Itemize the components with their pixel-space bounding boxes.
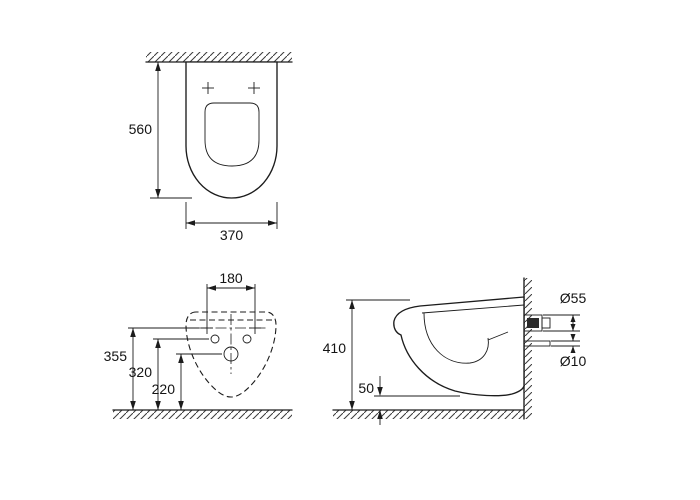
arrowhead xyxy=(268,220,277,226)
dimension-depth: 560 xyxy=(129,62,192,199)
arrowhead xyxy=(186,220,195,226)
dimension-inlet-diameter-label: Ø10 xyxy=(560,353,587,369)
dimension-inlet-diameter: Ø10 xyxy=(551,334,586,369)
arrowhead xyxy=(178,401,184,410)
seat-line xyxy=(421,304,525,314)
arrowhead xyxy=(246,285,255,291)
wall-hatch xyxy=(146,52,292,62)
arrowhead xyxy=(570,334,576,341)
inlet-hole-right xyxy=(242,334,252,344)
dimension-width: 370 xyxy=(185,202,278,243)
dimension-outlet-diameter-label: Ø55 xyxy=(560,290,587,306)
side-view: 410 50 Ø55 Ø10 xyxy=(323,277,587,425)
inlet-pipe xyxy=(523,340,551,347)
dimension-floor-clearance-label: 50 xyxy=(358,380,374,396)
fixing-hole-cross-left xyxy=(201,322,213,334)
outlet-pipe-core xyxy=(527,318,539,328)
arrowhead xyxy=(377,387,383,396)
floor-hatch xyxy=(333,410,524,419)
dimension-depth-label: 560 xyxy=(129,121,153,137)
fixing-point-cross-left xyxy=(202,82,214,94)
toilet-side-profile xyxy=(393,296,525,397)
dimension-hole-spacing: 180 xyxy=(206,270,256,322)
dimension-inlet-height: 320 xyxy=(129,338,209,410)
arrowhead xyxy=(570,324,576,331)
dimension-floor-clearance: 50 xyxy=(358,376,460,425)
dimension-fixing-height-label: 355 xyxy=(104,348,128,364)
floor-hatch xyxy=(113,410,292,419)
dimension-rim-height: 410 xyxy=(323,299,410,410)
dimension-rim-height-label: 410 xyxy=(323,340,347,356)
toilet-rear-outline-hidden xyxy=(185,311,277,398)
dimension-inlet-height-label: 320 xyxy=(129,364,153,380)
dimension-fixing-height: 355 xyxy=(104,327,199,410)
arrowhead xyxy=(130,328,136,337)
arrowhead xyxy=(130,401,136,410)
dimension-width-label: 370 xyxy=(220,227,244,243)
wall-hatch xyxy=(524,278,532,419)
arrowhead xyxy=(155,62,161,71)
trap-line xyxy=(487,331,509,341)
dimension-outlet-height: 220 xyxy=(152,353,222,410)
fixing-hole-cross-right xyxy=(249,322,261,334)
arrowhead xyxy=(155,189,161,198)
top-view: 560 370 xyxy=(129,52,293,243)
arrowhead xyxy=(178,354,184,363)
arrowhead xyxy=(377,410,383,419)
arrowhead xyxy=(155,339,161,348)
inlet-hole-left xyxy=(210,334,220,344)
arrowhead xyxy=(155,401,161,410)
outlet-hole xyxy=(223,346,239,362)
outlet-pipe-step xyxy=(541,317,551,329)
arrowhead xyxy=(570,346,576,353)
rear-view: 180 355 320 220 xyxy=(104,270,293,419)
toilet-top-outline xyxy=(185,61,278,199)
arrowhead xyxy=(349,300,355,309)
bowl-inner-section-line xyxy=(423,312,489,364)
arrowhead xyxy=(349,401,355,410)
seat-opening-outline xyxy=(204,102,260,167)
arrowhead xyxy=(207,285,216,291)
dimension-hole-spacing-label: 180 xyxy=(219,270,243,286)
arrowhead xyxy=(570,315,576,322)
dimension-outlet-height-label: 220 xyxy=(152,381,176,397)
dimension-outlet-diameter: Ø55 xyxy=(543,290,587,332)
fixing-point-cross-right xyxy=(248,82,260,94)
